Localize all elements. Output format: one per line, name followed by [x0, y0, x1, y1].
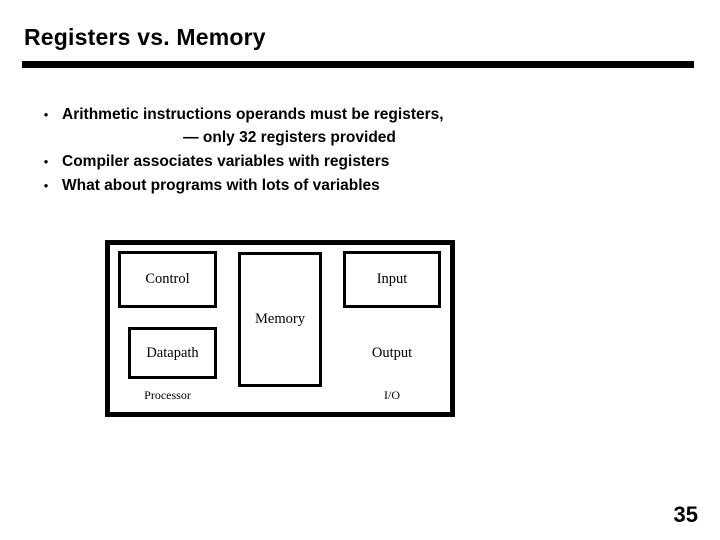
- diagram-label-io: I/O: [384, 388, 400, 402]
- diagram-box-memory: Memory: [238, 252, 322, 387]
- computer-organization-diagram: Control Datapath Memory Input Output Pro…: [105, 240, 455, 417]
- diagram-box-datapath: Datapath: [128, 327, 217, 379]
- bullet-text-group: Arithmetic instructions operands must be…: [62, 103, 517, 149]
- diagram-label-output: Output: [371, 345, 413, 361]
- list-item: • Compiler associates variables with reg…: [30, 150, 690, 173]
- bullet-text: Compiler associates variables with regis…: [62, 153, 390, 170]
- bullet-marker-icon: •: [43, 154, 49, 169]
- bullet-subtext: — only 32 registers provided: [183, 129, 396, 146]
- bullet-marker-icon: •: [43, 178, 49, 193]
- bullet-text: What about programs with lots of variabl…: [62, 177, 380, 194]
- list-item: • Arithmetic instructions operands must …: [30, 103, 690, 149]
- diagram-box-input: Input: [343, 251, 441, 308]
- page-number: 35: [673, 502, 698, 527]
- page-title: Registers vs. Memory: [24, 24, 266, 50]
- diagram-label-processor: Processor: [144, 388, 191, 402]
- bullet-marker-icon: •: [43, 107, 49, 122]
- title-underline-rule: [22, 61, 694, 68]
- bullet-list: • Arithmetic instructions operands must …: [30, 103, 690, 198]
- diagram-box-control: Control: [118, 251, 217, 308]
- bullet-text: Arithmetic instructions operands must be…: [62, 106, 444, 123]
- list-item: • What about programs with lots of varia…: [30, 174, 690, 197]
